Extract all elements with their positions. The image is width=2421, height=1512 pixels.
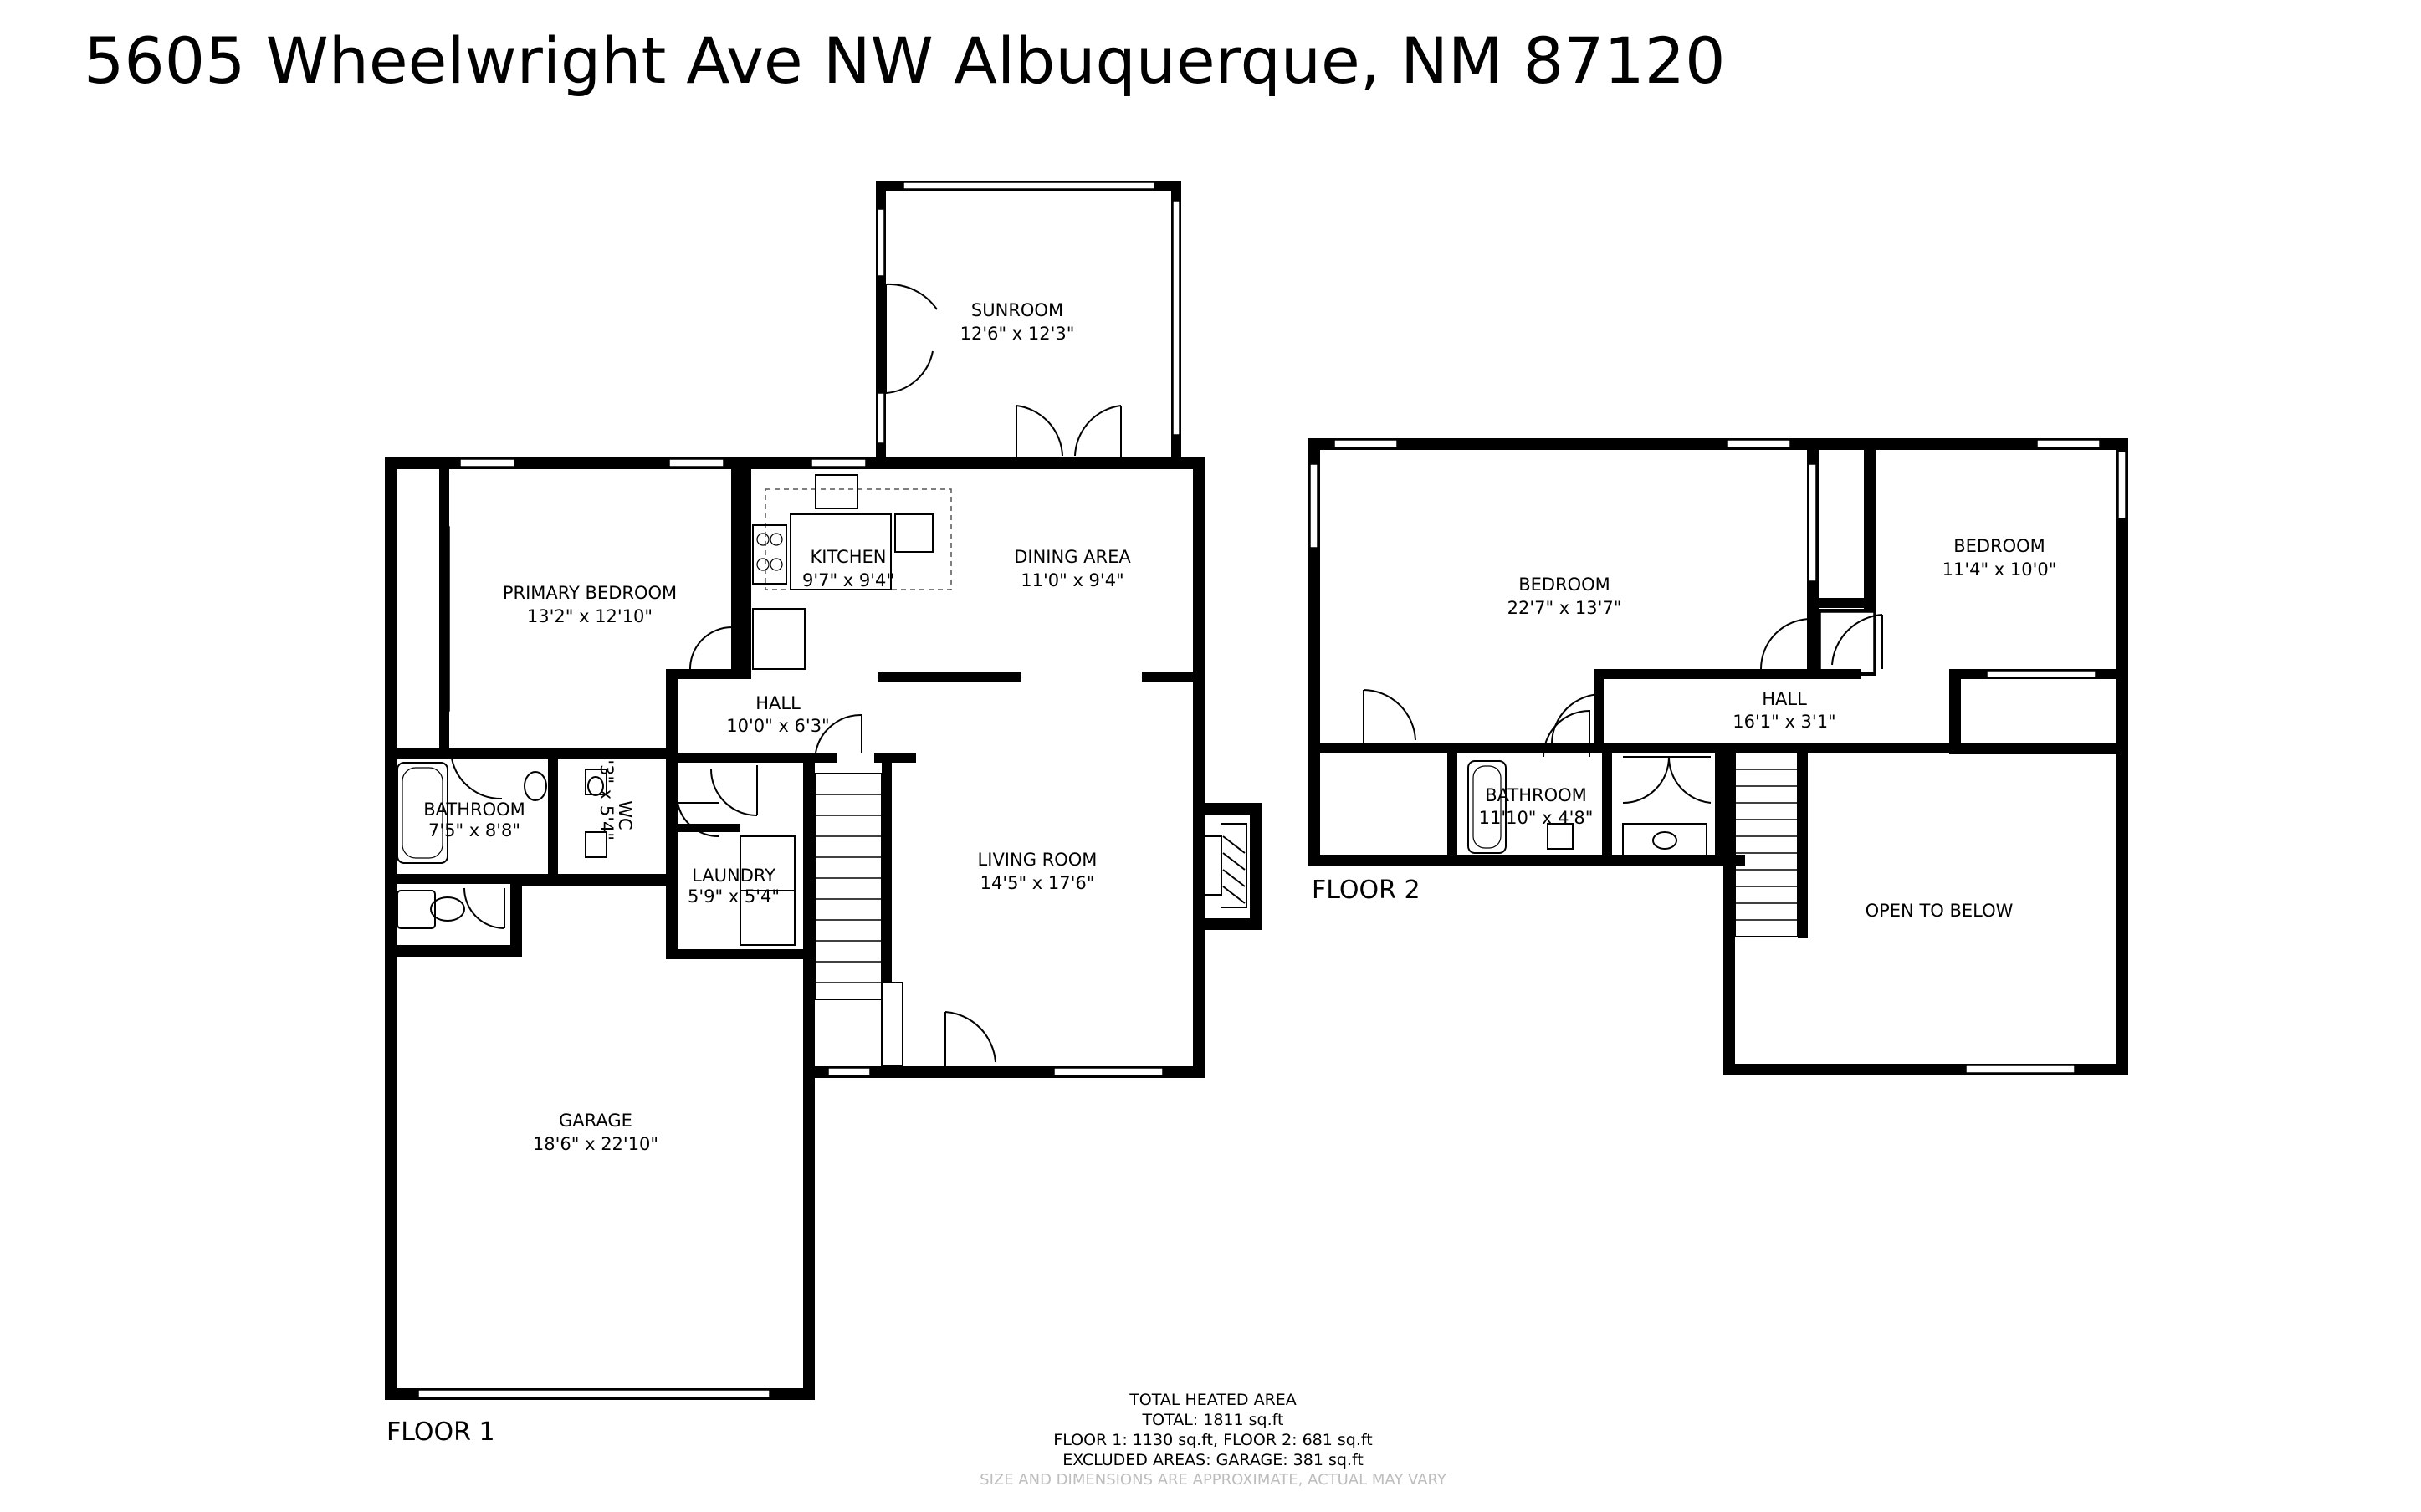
floor-2-label: FLOOR 2 (1312, 876, 1420, 905)
room-name-bathroom-2: BATHROOM (1485, 785, 1587, 805)
room-name-kitchen: KITCHEN (811, 547, 887, 567)
room-name-primary-bedroom: PRIMARY BEDROOM (503, 583, 677, 603)
room-dims-bedroom-small: 11'4" x 10'0" (1942, 559, 2057, 580)
room-dims-laundry: 5'9" x 5'4" (688, 886, 780, 907)
room-name-dining-area: DINING AREA (1014, 547, 1131, 567)
room-dims-living-room: 14'5" x 17'6" (980, 873, 1095, 893)
room-name-sunroom: SUNROOM (971, 300, 1063, 320)
floor-1-plan (385, 181, 1262, 1400)
room-dims-bathroom-2: 11'10" x 4'8" (1479, 808, 1594, 828)
area-summary: TOTAL HEATED AREA TOTAL: 1811 sq.ft FLOO… (920, 1390, 1506, 1490)
room-name-living-room: LIVING ROOM (978, 850, 1098, 870)
room-dims-hall-1: 10'0" x 6'3" (726, 716, 829, 736)
room-name-hall-1: HALL (755, 693, 801, 713)
room-name-wc: WC (615, 800, 635, 830)
room-dims-bedroom-large: 22'7" x 13'7" (1507, 598, 1622, 618)
room-name-bedroom-small: BEDROOM (1953, 536, 2045, 556)
room-dims-garage: 18'6" x 22'10" (533, 1134, 658, 1154)
room-dims-sunroom: 12'6" x 12'3" (960, 324, 1075, 344)
summary-floors: FLOOR 1: 1130 sq.ft, FLOOR 2: 681 sq.ft (1053, 1431, 1373, 1449)
room-dims-primary-bedroom: 13'2" x 12'10" (527, 606, 653, 626)
room-name-hall-2: HALL (1762, 689, 1807, 709)
room-name-bedroom-large: BEDROOM (1518, 575, 1610, 595)
summary-total: TOTAL: 1811 sq.ft (1142, 1411, 1284, 1429)
summary-excluded: EXCLUDED AREAS: GARAGE: 381 sq.ft (1062, 1451, 1364, 1469)
room-labels: SUNROOM 12'6" x 12'3" PRIMARY BEDROOM 13… (386, 300, 2056, 1447)
floor-1-label: FLOOR 1 (386, 1418, 495, 1447)
room-dims-wc: 4'3" x 5'4" (596, 748, 617, 840)
room-dims-kitchen: 9'7" x 9'4" (802, 570, 894, 590)
room-name-laundry: LAUNDRY (692, 866, 775, 886)
room-dims-hall-2: 16'1" x 3'1" (1733, 712, 1835, 732)
summary-heading: TOTAL HEATED AREA (1129, 1391, 1297, 1409)
floor-2-plan (1308, 438, 2128, 1075)
room-dims-dining-area: 11'0" x 9'4" (1021, 570, 1123, 590)
room-dims-bathroom-1: 7'5" x 8'8" (428, 820, 520, 840)
room-name-bathroom-1: BATHROOM (423, 799, 525, 820)
room-name-open-to-below: OPEN TO BELOW (1866, 901, 2014, 921)
room-name-garage: GARAGE (559, 1111, 632, 1131)
page-title: 5605 Wheelwright Ave NW Albuquerque, NM … (84, 23, 1726, 98)
summary-note: SIZE AND DIMENSIONS ARE APPROXIMATE, ACT… (980, 1471, 1446, 1489)
